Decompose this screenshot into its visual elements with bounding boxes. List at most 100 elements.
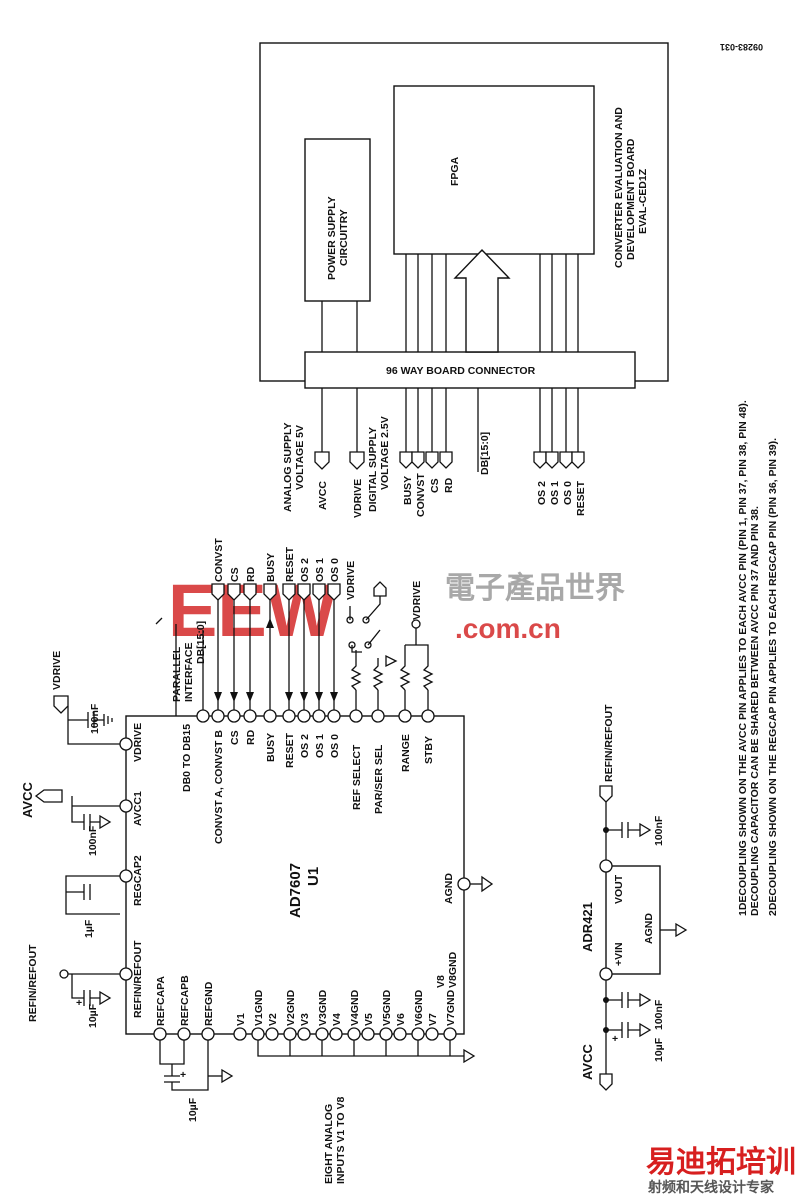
fpga-label: FPGA <box>449 156 461 186</box>
parallel-bus-label: DB[15:0] <box>195 621 207 664</box>
os0-connector-label: OS 0 <box>562 481 574 505</box>
pin-v2gnd: V2GND <box>285 989 297 1026</box>
pi-cs: CS <box>229 567 241 582</box>
pin-v8: V8 <box>435 975 447 988</box>
adr421-part: ADR421 <box>580 902 595 952</box>
pi-os0: OS 0 <box>329 558 341 582</box>
pin-v6: V6 <box>395 1013 407 1026</box>
corner-watermark: 易迪拓培训 射频和天线设计专家 <box>646 1145 796 1195</box>
fpga-block <box>393 85 595 255</box>
pin-db0-db15: DB0 TO DB15 <box>181 724 193 792</box>
db-bus-arrow <box>453 248 511 353</box>
pin-v4gnd: V4GND <box>349 989 361 1026</box>
pin-v4: V4 <box>331 1013 343 1026</box>
footnotes: 1DECOUPLING SHOWN ON THE AVCC PIN APPLIE… <box>737 400 779 916</box>
pin-os0: OS 0 <box>329 734 341 758</box>
pin-convst: CONVST A, CONVST B <box>213 730 225 844</box>
ad7607-bottom-pins: REFCAPA REFCAPB REFGND V1 V1GND V2 V2GND… <box>153 951 459 1041</box>
ad7607-ref: U1 <box>305 867 322 886</box>
adr-refin-refout-label: REFIN/REFOUT <box>603 704 615 782</box>
pin-v5gnd: V5GND <box>381 989 393 1026</box>
ad7607-top-pins: DB0 TO DB15 CONVST A, CONVST B CS RD BUS… <box>181 709 435 844</box>
pi-os2: OS 2 <box>299 558 311 582</box>
pin-v2: V2 <box>267 1013 279 1026</box>
c-avcc-label: 100nF <box>87 825 99 856</box>
busy-connector-label: BUSY <box>402 476 414 505</box>
adr421-body <box>605 865 661 975</box>
inputs-note-2: INPUTS V1 TO V8 <box>335 1097 347 1184</box>
pin-refcapa: REFCAPA <box>155 976 167 1026</box>
center-watermark: EEW 電子產品世界 .com.cn <box>168 569 625 652</box>
pi-vdrive-mid: VDRIVE <box>411 581 423 620</box>
avcc-supply-label: AVCC <box>20 782 35 818</box>
pin-stby: STBY <box>423 736 435 764</box>
pin-cs: CS <box>229 730 241 745</box>
pi-convst: CONVST <box>213 538 225 582</box>
adr-c-bulk-plus: + <box>612 1033 618 1045</box>
analog-supply-label-1: ANALOG SUPPLY <box>282 423 294 512</box>
db-connector-label: DB[15:0] <box>479 432 491 475</box>
eew-cn-text: 電子產品世界 <box>445 571 625 605</box>
cs-connector-label: CS <box>429 478 441 493</box>
pin-reset: RESET <box>284 732 296 768</box>
ad7607-body <box>125 715 465 1035</box>
left-network: VDRIVE 100nF AVCC 100nF 1µF REFIN/REFOUT… <box>20 651 476 1122</box>
pin-busy: BUSY <box>265 733 277 762</box>
c-ref-label: 10µF <box>87 1003 99 1028</box>
c-regcap-label: 1µF <box>83 919 95 938</box>
note-2: 2DECOUPLING SHOWN ON THE REGCAP PIN APPL… <box>767 438 779 916</box>
adr421-block: ADR421 +VIN VOUT AGND REFIN/REFOUT 100nF… <box>580 704 688 1091</box>
ad7607-chip: AD7607 U1 REFIN/REFOUT REGCAP2 AVCC1 VDR… <box>119 709 494 1041</box>
reset-connector-label: RESET <box>575 480 587 516</box>
corner-sub: 射频和天线设计专家 <box>647 1179 775 1195</box>
pi-os1: OS 1 <box>314 558 326 582</box>
pin-regcap: REGCAP2 <box>132 855 144 906</box>
parallel-label-1: PARALLEL <box>171 646 183 702</box>
adr-avcc-label: AVCC <box>580 1044 595 1080</box>
c-ref-plus: + <box>76 997 82 1009</box>
pin-v7gnd: V7GND <box>445 989 457 1026</box>
connector-signals: ANALOG SUPPLY VOLTAGE 5V AVCC VDRIVE DIG… <box>282 388 587 518</box>
corner-cn: 易迪拓培训 <box>646 1145 796 1179</box>
eval-board-title-2: DEVELOPMENT BOARD <box>625 138 637 260</box>
pi-busy: BUSY <box>265 553 277 582</box>
vdrive-connector-label: VDRIVE <box>352 479 364 518</box>
ad7607-part: AD7607 <box>287 863 304 918</box>
parallel-interface: PARALLEL INTERFACE DB[15:0] CONVST CS RD… <box>155 538 434 716</box>
pin-ref-select: REF SELECT <box>351 744 363 810</box>
board-connector-label: 96 WAY BOARD CONNECTOR <box>386 365 536 377</box>
c-refcap-label: 10µF <box>187 1097 199 1122</box>
c-vdrive-label: 100nF <box>89 703 101 734</box>
eval-board-title-3: EVAL-CED1Z <box>637 168 649 234</box>
eval-board: FPGA POWER SUPPLY CIRCUITRY CONVERTER EV… <box>259 42 669 389</box>
pin-avcc: AVCC1 <box>132 791 144 826</box>
avcc-connector-label: AVCC <box>317 481 329 510</box>
pin-v8gnd: V8GND <box>447 951 459 988</box>
refin-refout-label: REFIN/REFOUT <box>27 944 39 1022</box>
eew-logo: EEW <box>168 569 337 652</box>
eval-board-title-1: CONVERTER EVALUATION AND <box>613 107 625 268</box>
pin-os2: OS 2 <box>299 734 311 758</box>
inputs-note-1: EIGHT ANALOG <box>323 1104 335 1184</box>
note-1b: DECOUPLING CAPACITOR CAN BE SHARED BETWE… <box>749 506 761 916</box>
pin-par-ser-sel: PAR/SER SEL <box>373 744 385 814</box>
pin-agnd: AGND <box>443 873 455 904</box>
pin-refcapb: REFCAPB <box>179 975 191 1026</box>
vdrive-supply-label: VDRIVE <box>51 651 63 690</box>
c-refcap-plus: + <box>180 1069 186 1081</box>
pin-v3: V3 <box>299 1013 311 1026</box>
adr-c-bulk-label: 10µF <box>653 1037 665 1062</box>
pin-v5: V5 <box>363 1013 375 1026</box>
parallel-label-2: INTERFACE <box>183 642 195 702</box>
power-supply-block <box>304 138 371 302</box>
note-1: 1DECOUPLING SHOWN ON THE AVCC PIN APPLIE… <box>737 400 749 916</box>
digital-supply-label-2: VOLTAGE 2.5V <box>379 416 391 490</box>
pin-v6gnd: V6GND <box>413 989 425 1026</box>
adr421-vout: VOUT <box>613 874 625 904</box>
figure-id: 09283-031 <box>720 42 763 52</box>
pin-refgnd: REFGND <box>203 981 215 1026</box>
pin-v1: V1 <box>235 1013 247 1026</box>
rd-connector-label: RD <box>443 477 455 493</box>
pin-vdrive: VDRIVE <box>132 723 144 762</box>
